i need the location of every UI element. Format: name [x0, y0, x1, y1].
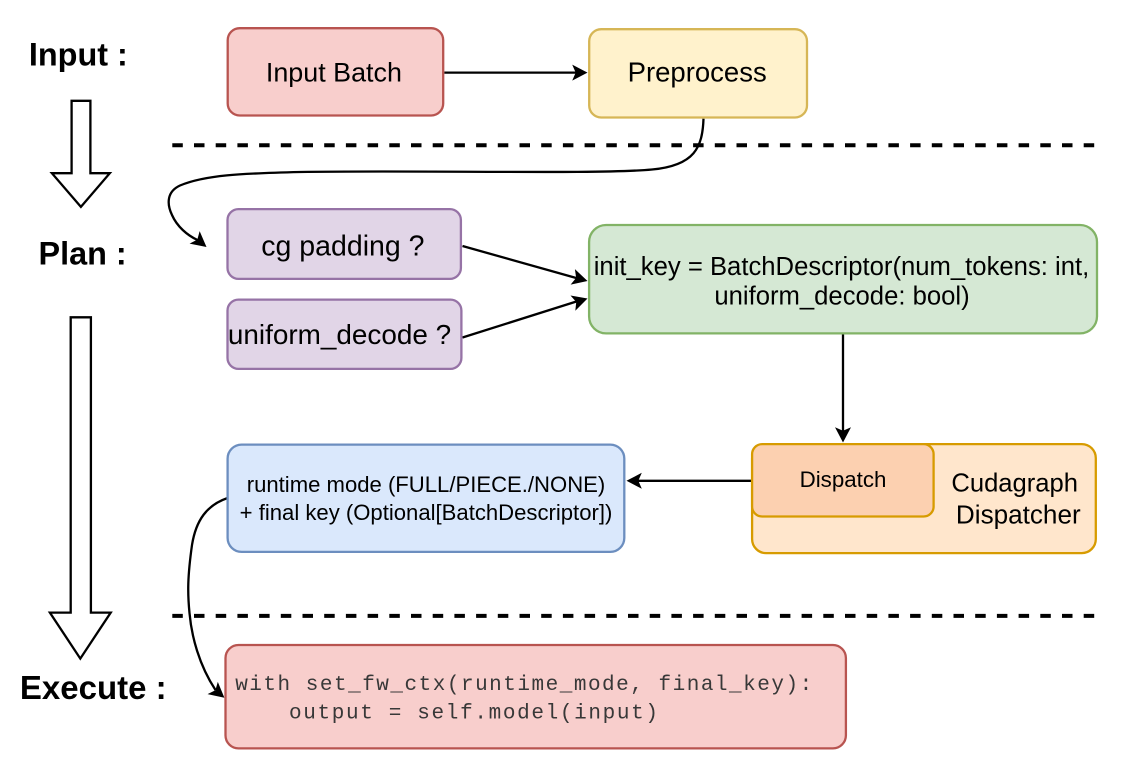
- svg-text:with set_fw_ctx(runtime_mode,: with set_fw_ctx(runtime_mode, final_key)…: [235, 674, 812, 697]
- svg-text:Dispatch: Dispatch: [800, 467, 887, 492]
- svg-text:+ final key (Optional[BatchDes: + final key (Optional[BatchDescriptor]): [240, 500, 613, 525]
- svg-text:uniform_decode ?: uniform_decode ?: [228, 319, 451, 350]
- svg-text:Execute :: Execute :: [20, 669, 167, 706]
- svg-text:init_key = BatchDescriptor(num: init_key = BatchDescriptor(num_tokens: i…: [594, 253, 1090, 281]
- svg-text:uniform_decode: bool): uniform_decode: bool): [714, 283, 969, 311]
- svg-text:runtime mode (FULL/PIECE./NONE: runtime mode (FULL/PIECE./NONE): [247, 472, 606, 497]
- svg-text:Cudagraph: Cudagraph: [951, 470, 1078, 498]
- svg-text:cg padding ?: cg padding ?: [261, 231, 424, 263]
- svg-text:Input Batch: Input Batch: [266, 58, 402, 88]
- svg-text:Plan :: Plan :: [39, 236, 127, 272]
- svg-text:Input :: Input :: [29, 36, 128, 72]
- svg-text:Preprocess: Preprocess: [628, 57, 767, 88]
- svg-text:Dispatcher: Dispatcher: [956, 500, 1081, 530]
- svg-text:output = self.model(input): output = self.model(input): [289, 703, 658, 726]
